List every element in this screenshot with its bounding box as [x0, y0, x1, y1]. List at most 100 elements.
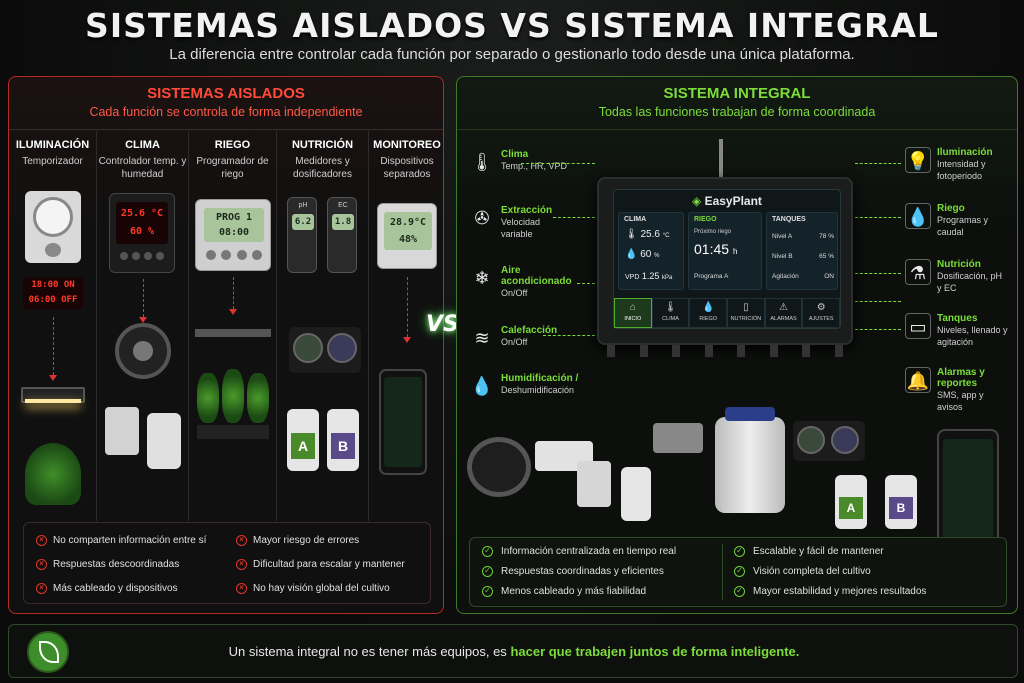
- x-circle-icon: ×: [36, 559, 47, 570]
- problem-item: ×Más cableado y dispositivos: [36, 583, 178, 594]
- heater-icon: [577, 461, 611, 507]
- riego-card[interactable]: RIEGO Próximo riego 01:45 h Programa A: [688, 212, 762, 290]
- column-lighting: ILUMINACIÓN Temporizador 18:00 ON 06:00 …: [9, 131, 97, 521]
- thermometer-icon: 🌡: [470, 152, 494, 172]
- nav-inicio[interactable]: ⌂INICIO: [614, 298, 652, 328]
- extractor-fan-icon: [467, 437, 531, 497]
- integral-system-panel: SISTEMA INTEGRAL Todas las funciones tra…: [456, 76, 1018, 614]
- ph-value: 6.2: [292, 214, 314, 230]
- feature-humidificacion: 💧 Humidificación /Deshumidificación: [469, 373, 578, 399]
- water-tank-icon: [715, 407, 785, 513]
- humidifier-icon: [105, 407, 139, 455]
- benefit-item: ✓Escalable y fácil de mantener: [734, 546, 884, 557]
- warning-icon: ⚠: [779, 302, 788, 313]
- problem-item: ×Respuestas descoordinadas: [36, 559, 179, 570]
- bulb-icon: 💡: [905, 147, 931, 173]
- arrow: [49, 317, 57, 381]
- problem-item: ×Dificultad para escalar y mantener: [236, 559, 405, 570]
- benefit-item: ✓Menos cableado y más fiabilidad: [482, 586, 646, 597]
- nav-riego[interactable]: 💧RIEGO: [689, 298, 728, 328]
- dosing-pumps-icon: [793, 421, 865, 461]
- bottle-b-label: B: [331, 433, 355, 459]
- plants-row-icon: [197, 363, 269, 451]
- timer-display: 18:00 ON 06:00 OFF: [23, 277, 83, 309]
- connector: [553, 217, 595, 218]
- column-sub: Programador de riego: [196, 156, 269, 180]
- column-sub: Controlador temp. y humedad: [98, 156, 187, 180]
- riego-time: 01:45 h: [694, 241, 738, 257]
- clima-vpd: VPD 1.25 kPa: [625, 271, 673, 281]
- valves-icon: [653, 423, 703, 453]
- dehumidifier-icon: [147, 413, 181, 469]
- button-row: [120, 252, 164, 262]
- x-circle-icon: ×: [36, 535, 47, 546]
- fan-icon: ✇: [474, 208, 490, 228]
- x-circle-icon: ×: [236, 583, 247, 594]
- benefit-item: ✓Visión completa del cultivo: [734, 566, 871, 577]
- antenna-icon: [719, 139, 723, 179]
- dosing-pumps-icon: [289, 327, 361, 373]
- monitor-hum-text: 48%: [398, 234, 418, 245]
- timer-off-text: 06:00 OFF: [28, 295, 78, 305]
- x-circle-icon: ×: [36, 583, 47, 594]
- monitor-device: 28.9°C 48%: [377, 203, 437, 269]
- nav-clima[interactable]: 🌡CLIMA: [651, 298, 690, 328]
- bottle-a-label: A: [291, 433, 315, 459]
- check-circle-icon: ✓: [482, 566, 493, 577]
- nav-ajustes[interactable]: ⚙AJUSTES: [802, 298, 841, 328]
- climate-hum-text: 60 %: [129, 226, 155, 237]
- ph-label: pH: [298, 202, 308, 209]
- snowflake-icon: ❄: [474, 268, 490, 288]
- column-irrigation: RIEGO Programador de riego PROG 1 08:00: [189, 131, 277, 521]
- arrow: [229, 277, 237, 315]
- monitor-display: 28.9°C 48%: [384, 212, 432, 250]
- column-title: NUTRICIÓN: [291, 139, 354, 151]
- ph-meter-device: pH 6.2: [287, 197, 317, 273]
- bell-icon: 🔔: [905, 367, 931, 393]
- leaf-logo-icon: [27, 631, 69, 673]
- x-circle-icon: ×: [236, 535, 247, 546]
- isolated-systems-panel: SISTEMAS AISLADOS Cada función se contro…: [8, 76, 444, 614]
- arrow: [139, 279, 147, 323]
- flask-icon: ⚗: [905, 259, 931, 285]
- nutrient-bottle-a: A: [835, 475, 867, 529]
- irrigation-display: PROG 1 08:00: [204, 208, 264, 242]
- droplet-icon: 💧: [470, 376, 494, 396]
- column-title: ILUMINACIÓN: [15, 139, 90, 151]
- nav-nutricion[interactable]: ▯NUTRICIÓN: [727, 298, 765, 328]
- timer-dial-icon: [33, 197, 73, 237]
- nav-alarmas[interactable]: ⚠ALARMAS: [764, 298, 803, 328]
- droplet-icon: 💧: [701, 302, 715, 313]
- column-title: RIEGO: [214, 139, 251, 151]
- ec-label: EC: [338, 202, 348, 209]
- column-monitoring: MONITOREO Dispositivos separados 28.9°C …: [369, 131, 445, 521]
- bottle-a-label: A: [839, 497, 863, 519]
- climate-temp-text: 25.6 °C: [120, 208, 164, 219]
- brand-logo: ◈ EasyPlant: [692, 194, 762, 208]
- clima-temp: 🌡 25.6 °C: [625, 229, 670, 240]
- connector: [855, 163, 901, 164]
- benefit-item: ✓Respuestas coordinadas y eficientes: [482, 566, 664, 577]
- controller-nav: ⌂INICIO 🌡CLIMA 💧RIEGO ▯NUTRICIÓN ⚠ALARMA…: [614, 298, 841, 328]
- irrigation-time-text: 08:00: [218, 227, 250, 238]
- column-sub: Medidores y dosificadores: [293, 156, 352, 180]
- benefit-item: ✓Mayor estabilidad y mejores resultados: [734, 586, 926, 597]
- column-sub: Dispositivos separados: [380, 156, 434, 180]
- vs-badge: VS: [426, 312, 459, 337]
- plant-icon: [25, 443, 81, 505]
- monitor-temp-text: 28.9°C: [389, 217, 427, 228]
- benefits-box: ✓Información centralizada en tiempo real…: [469, 537, 1007, 607]
- column-climate: CLIMA Controlador temp. y humedad 25.6 °…: [97, 131, 189, 521]
- connector: [855, 273, 901, 274]
- divider: [722, 544, 723, 600]
- clima-card[interactable]: CLIMA 🌡 25.6 °C 💧 60 % VPD 1.25 kPa: [618, 212, 684, 290]
